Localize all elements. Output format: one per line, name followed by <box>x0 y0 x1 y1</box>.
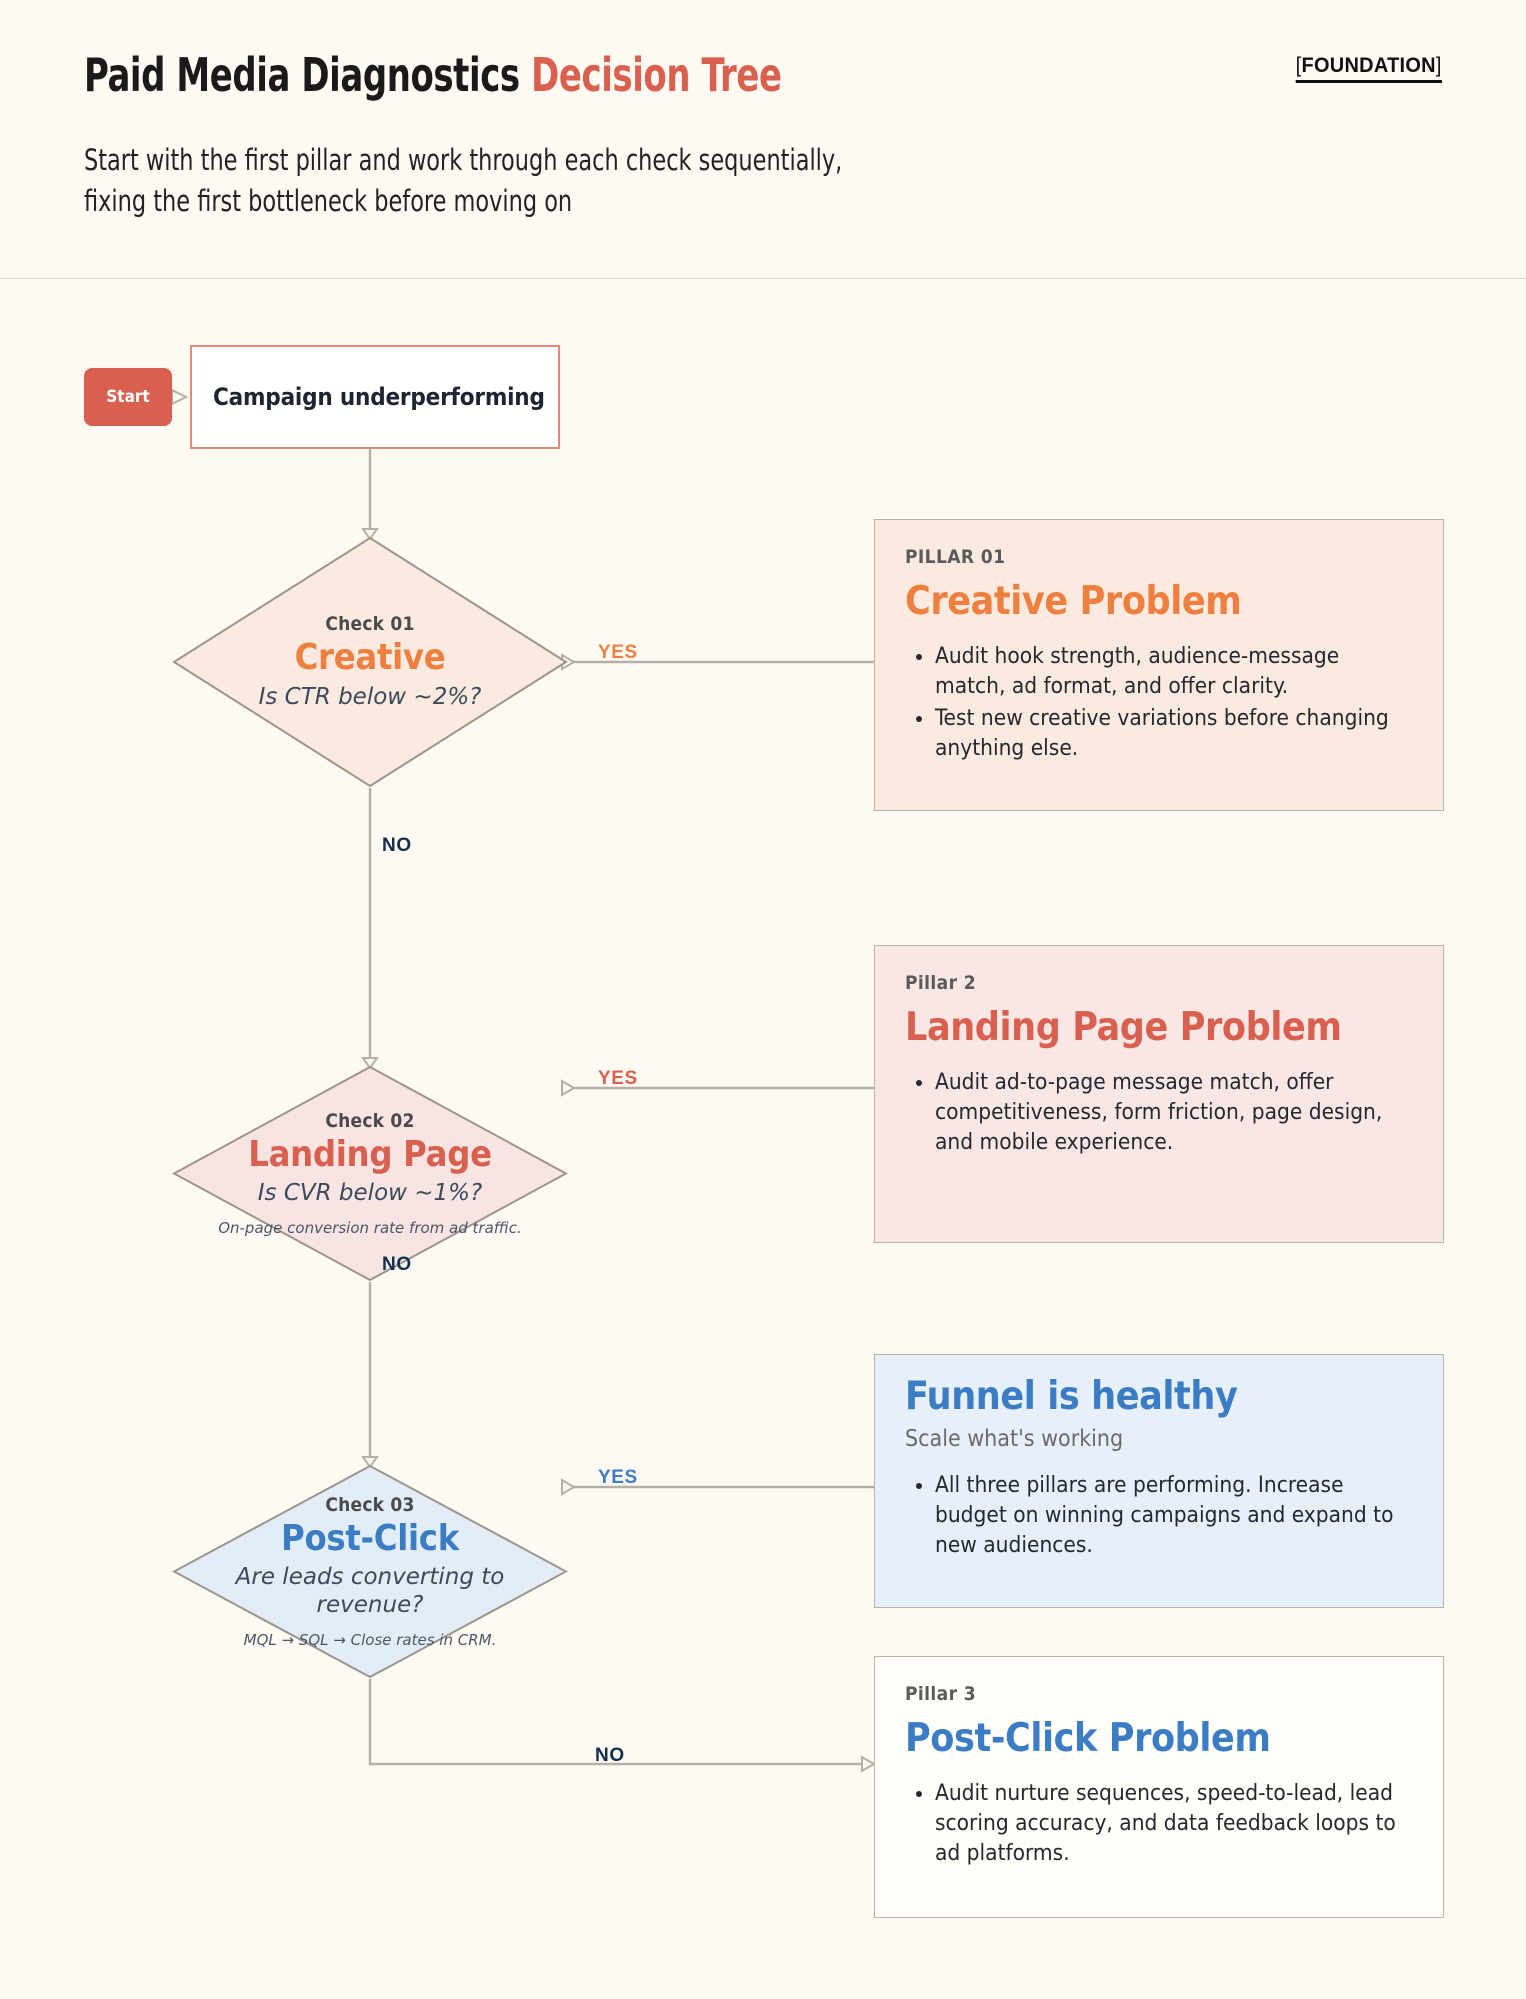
diamond-shape <box>172 1464 568 1679</box>
decision-node-check-01[interactable]: Check 01 Creative Is CTR below ~2%? <box>172 536 568 788</box>
connector-lines <box>171 388 876 1773</box>
card-title: Creative Problem <box>905 579 1242 624</box>
flowchart-canvas: Start Campaign underperforming Check 01 … <box>0 279 1526 1999</box>
outcome-card-funnel-healthy[interactable]: Funnel is healthy Scale what's working A… <box>874 1354 1444 1608</box>
branch-label-no-2: NO <box>382 1254 412 1275</box>
foundation-logo: [FOUNDATION] <box>1295 54 1442 83</box>
card-title: Post-Click Problem <box>905 1716 1271 1761</box>
arrowhead-check1 <box>361 528 379 541</box>
bracket-right-icon: ] <box>1436 54 1442 77</box>
arrowhead-check2 <box>361 1057 379 1070</box>
card-bullet-list: Audit ad-to-page message match, offer co… <box>905 1067 1413 1157</box>
check-note: MQL → SQL → Close rates in CRM. <box>243 1630 497 1649</box>
branch-label-yes-1: YES <box>598 642 638 663</box>
page-title-plain: Paid Media Diagnostics <box>84 48 532 102</box>
check-eyebrow: Check 01 <box>325 613 415 636</box>
page-title: Paid Media Diagnostics Decision Tree <box>84 48 782 102</box>
arrowhead-card2 <box>561 1079 576 1097</box>
card-bullet-list: All three pillars are performing. Increa… <box>905 1470 1413 1560</box>
card-eyebrow: Pillar 3 <box>905 1683 977 1705</box>
root-node-campaign-underperforming[interactable]: Campaign underperforming <box>190 345 560 449</box>
card-eyebrow: Pillar 2 <box>905 972 977 994</box>
branch-label-no-1: NO <box>382 835 412 856</box>
bracket-left-icon: [ <box>1295 54 1302 77</box>
decision-node-check-03[interactable]: Check 03 Post-Click Are leads converting… <box>172 1464 568 1679</box>
list-item: Audit hook strength, audience-message ma… <box>935 641 1413 701</box>
check-eyebrow: Check 03 <box>325 1493 415 1516</box>
outcome-card-pillar-01[interactable]: PILLAR 01 Creative Problem Audit hook st… <box>874 519 1444 811</box>
branch-label-no-3: NO <box>595 1745 625 1766</box>
branch-label-yes-2: YES <box>598 1068 638 1089</box>
card-subtitle: Scale what's working <box>905 1425 1124 1452</box>
header-divider <box>0 278 1526 279</box>
diamond-shape <box>172 1065 568 1282</box>
diamond-shape <box>172 536 568 788</box>
check-title: Creative <box>294 637 446 679</box>
arrowhead-start <box>171 388 189 406</box>
list-item: Audit nurture sequences, speed-to-lead, … <box>935 1778 1413 1868</box>
check-question: Is CTR below ~2%? <box>258 683 482 710</box>
arrowhead-check3 <box>361 1456 379 1469</box>
outcome-card-pillar-3[interactable]: Pillar 3 Post-Click Problem Audit nurtur… <box>874 1656 1444 1918</box>
list-item: Test new creative variations before chan… <box>935 703 1413 763</box>
check-question: Is CVR below ~1%? <box>257 1179 483 1206</box>
check-title: Post-Click <box>281 1517 459 1559</box>
wire-check3-no <box>368 1679 874 1766</box>
list-item: All three pillars are performing. Increa… <box>935 1470 1413 1560</box>
card-title: Funnel is healthy <box>905 1374 1238 1419</box>
card-bullet-list: Audit hook strength, audience-message ma… <box>905 641 1413 764</box>
brand-name: FOUNDATION <box>1301 54 1437 77</box>
arrowhead-card3 <box>561 1478 576 1496</box>
check-title: Landing Page <box>248 1133 492 1175</box>
list-item: Audit ad-to-page message match, offer co… <box>935 1067 1413 1157</box>
branch-label-yes-3: YES <box>598 1467 638 1488</box>
check-note: On-page conversion rate from ad traffic. <box>218 1218 522 1237</box>
card-title: Landing Page Problem <box>905 1005 1342 1050</box>
page-header: Paid Media Diagnostics Decision Tree Sta… <box>0 0 1526 279</box>
outcome-card-pillar-2[interactable]: Pillar 2 Landing Page Problem Audit ad-t… <box>874 945 1444 1243</box>
check-eyebrow: Check 02 <box>325 1109 415 1132</box>
arrowhead-card4 <box>861 1755 876 1773</box>
page-subtitle: Start with the first pillar and work thr… <box>84 143 843 219</box>
card-eyebrow: PILLAR 01 <box>905 546 1006 568</box>
decision-node-check-02[interactable]: Check 02 Landing Page Is CVR below ~1%? … <box>172 1065 568 1282</box>
page-title-accent: Decision Tree <box>531 48 782 102</box>
start-badge[interactable]: Start <box>84 368 172 426</box>
card-bullet-list: Audit nurture sequences, speed-to-lead, … <box>905 1778 1413 1868</box>
check-question: Are leads converting to revenue? <box>235 1563 505 1618</box>
